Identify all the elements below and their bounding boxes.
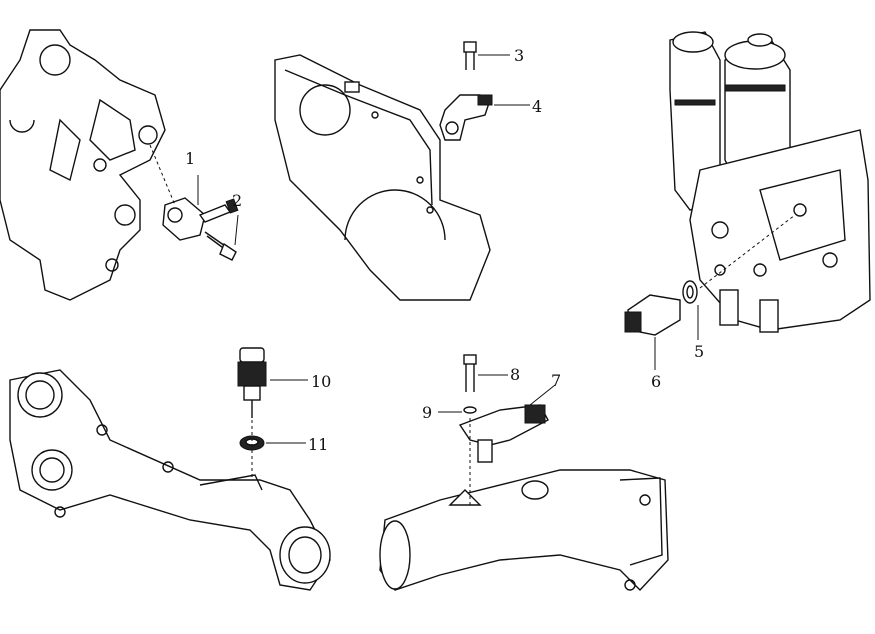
leader-line-2 [234, 214, 239, 246]
coolant-pipe-section [9, 369, 331, 591]
oil-pressure-sensor-part-6 [624, 294, 681, 370]
speed-sensor-part-4 [439, 94, 530, 141]
callout-10: 10 [311, 372, 332, 391]
callout-8: 8 [510, 365, 521, 384]
pressure-sensor-part-7 [458, 384, 556, 505]
intake-pipe-section [379, 469, 669, 592]
callout-1: 1 [185, 149, 196, 168]
temperature-sensor-part-10 [237, 347, 308, 418]
callout-9: 9 [422, 403, 433, 422]
callout-7: 7 [551, 371, 562, 390]
callout-6: 6 [651, 372, 662, 391]
bolt-part-3 [463, 41, 510, 70]
bolt-part-2 [204, 231, 237, 261]
bolt-part-8 [463, 354, 508, 392]
callout-4: 4 [532, 97, 543, 116]
oil-filter-module [669, 31, 871, 333]
callout-5: 5 [694, 342, 705, 361]
washer-part-9 [438, 406, 477, 414]
sealing-ring-part-11 [239, 420, 306, 480]
callout-3: 3 [514, 46, 525, 65]
sensor-bracket-part-1 [149, 144, 239, 241]
timing-cover-section [274, 54, 491, 301]
engine-block-section [0, 29, 166, 301]
callout-2: 2 [232, 191, 243, 210]
sealing-ring-part-5 [682, 214, 796, 340]
callout-11: 11 [308, 435, 329, 454]
